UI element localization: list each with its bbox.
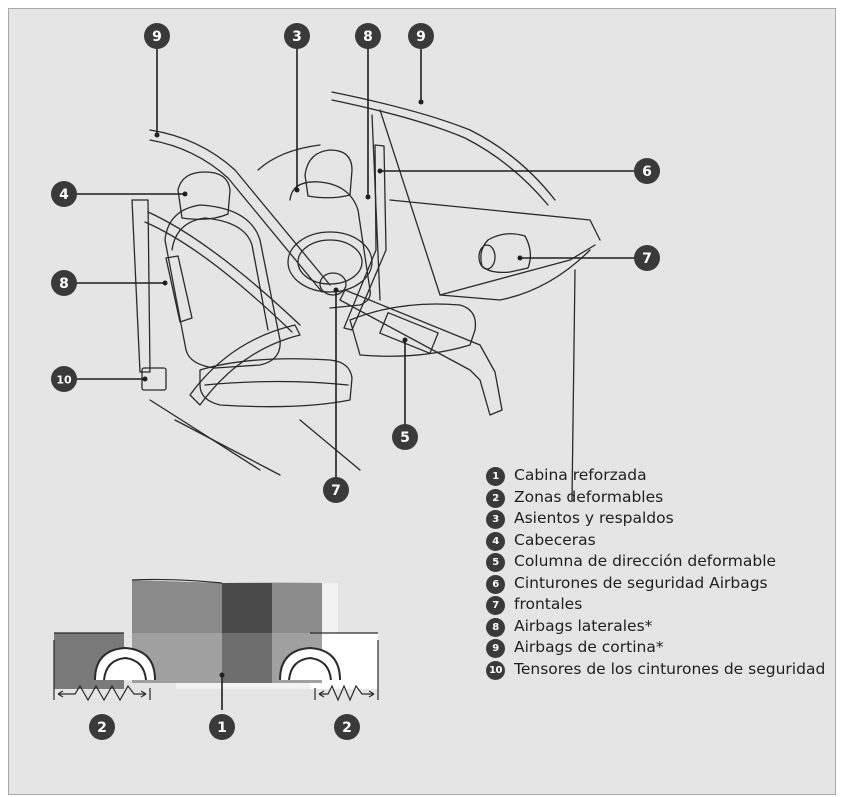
legend-text: Cabina reforzada [514,466,647,484]
callout-label: 9 [152,29,162,45]
legend-item: 7 frontales [486,594,844,616]
legend-item: 4 Cabeceras [486,530,844,552]
legend-text: Airbags de cortina* [514,638,664,656]
legend-item: 9 Airbags de cortina* [486,637,844,659]
steering-wheel [287,231,373,293]
callout-9-right: 9 [408,23,434,49]
legend-number: 9 [486,639,505,658]
side-airbag [165,255,193,323]
legend-item: 2 Zonas deformables [486,487,844,509]
legend-text: Zonas deformables [514,487,664,506]
legend-item: 10 Tensores de los cinturones de segurida… [486,659,844,681]
legend-text: Cabeceras [514,530,596,549]
legend-text: Cinturones de seguridad Airbags [514,573,768,592]
legend-number: 8 [486,617,505,637]
callout-3: 3 [284,23,310,49]
passenger-airbag [480,233,532,274]
callout-label: 7 [642,251,652,267]
callout-5: 5 [392,424,418,450]
left-a-pillar-frame [149,129,331,286]
legend-text: Columna de dirección deformable [514,552,777,570]
legend-item: 5 Columna de dirección deformable [486,551,844,573]
right-seatbelt [343,144,387,331]
legend-number: 2 [486,488,505,508]
callout-label: 4 [59,187,69,203]
callout-label: 9 [416,29,426,45]
callout-label: 5 [400,430,410,446]
callout-label: 10 [56,374,72,387]
legend-text: frontales [514,595,583,613]
legend-item: 3 Asientos y respaldos [486,508,844,530]
left-headrest [177,171,231,220]
legend-text: Asientos y respaldos [514,509,674,527]
legend-item: 6 Cinturones de seguridad Airbags [486,573,844,595]
callout-label: 1 [217,720,227,736]
callout-7-right: 7 [634,245,660,271]
lap-belt [189,324,301,406]
legend-number: 10 [486,660,505,680]
callout-1: 1 [209,714,235,740]
callout-10: 10 [51,366,77,392]
legend-number: 6 [486,574,505,594]
left-seatbelt-webbing [131,199,151,373]
legend-item: 1 Cabina reforzada [486,465,844,487]
right-seat-back [289,181,371,309]
legend-text: Airbags laterales* [514,616,653,635]
callout-label: 3 [292,29,302,45]
callout-label: 2 [97,720,107,736]
callout-7-bottom: 7 [323,477,349,503]
legend-number: 3 [486,510,505,529]
callout-4: 4 [51,181,77,207]
left-seat-back [164,204,281,369]
legend-number: 7 [486,596,505,615]
front-airbag-hub [319,272,347,296]
right-headrest [304,149,353,199]
callout-2-right: 2 [334,714,360,740]
callout-label: 6 [642,164,652,180]
callout-label: 7 [331,483,341,499]
legend-item: 8 Airbags laterales* [486,616,844,638]
callout-6: 6 [634,158,660,184]
car-schematic [53,578,379,710]
legend-number: 1 [486,467,505,486]
callout-2-left: 2 [89,714,115,740]
left-seat-cushion [199,358,353,408]
steering-column [339,289,503,416]
legend-number: 4 [486,531,505,551]
callout-8-top: 8 [355,23,381,49]
callout-8-left: 8 [51,270,77,296]
callout-9-left: 9 [144,23,170,49]
callout-label: 8 [59,276,69,292]
callout-label: 8 [363,29,373,45]
leader-dots [142,99,523,382]
legend-list: 1 Cabina reforzada 2 Zonas deformables 3 As… [486,465,844,680]
right-roof-rail-frame [331,91,556,201]
legend-text: Tensores de los cinturones de seguridad [514,659,826,678]
legend-number: 5 [486,553,505,572]
callout-label: 2 [342,720,352,736]
right-seat-cushion [349,303,477,357]
leader-lines [72,46,640,478]
